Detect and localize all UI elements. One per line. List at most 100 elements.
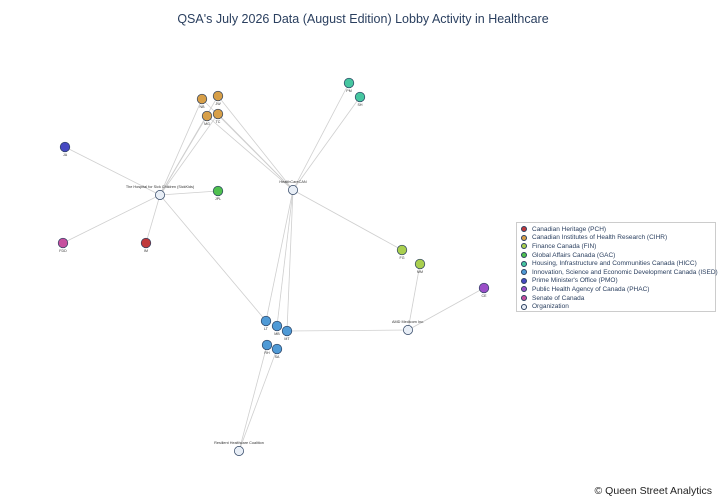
edge-sickkids-pch1 [145, 194, 161, 244]
legend-item[interactable]: Senate of Canada [521, 294, 715, 303]
legend-item[interactable]: Housing, Infrastructure and Communities … [521, 259, 715, 268]
node-marker[interactable] [281, 325, 293, 337]
edge-sickkids-c3 [159, 115, 208, 196]
node-label: FDD [59, 249, 67, 253]
legend-label: Canadian Heritage (PCH) [532, 225, 607, 233]
chart-title: QSA's July 2026 Data (August Edition) Lo… [177, 12, 549, 26]
node-marker[interactable] [196, 93, 208, 105]
node-c3[interactable]: MG [201, 110, 213, 126]
edge-healthcarecan-c2 [217, 95, 294, 191]
edge-healthcarecan-f1 [292, 189, 403, 251]
legend-label: Finance Canada (FIN) [532, 242, 597, 250]
node-marker[interactable] [403, 325, 413, 335]
node-label: JA [63, 153, 68, 157]
legend-item[interactable]: Canadian Heritage (PCH) [521, 225, 715, 234]
node-marker[interactable] [57, 237, 69, 249]
node-marker[interactable] [414, 258, 426, 270]
node-c1[interactable]: NB [196, 93, 208, 109]
node-marker[interactable] [271, 343, 283, 355]
node-marker[interactable] [260, 315, 272, 327]
node-marker[interactable] [155, 190, 165, 200]
node-sickkids[interactable]: The Hospital for Sick Children (SickKids… [126, 185, 195, 200]
legend-item[interactable]: Public Health Agency of Canada (PHAC) [521, 285, 715, 294]
legend-label: Housing, Infrastructure and Communities … [532, 260, 697, 268]
node-h2[interactable]: SH [354, 91, 366, 107]
edge-healthcarecan-c3 [206, 115, 294, 191]
node-marker[interactable] [212, 185, 224, 197]
node-i4[interactable]: RH [261, 339, 273, 355]
legend-swatch [521, 226, 527, 233]
node-marker[interactable] [478, 282, 490, 294]
node-resilient[interactable]: Resilient Healthcare Coalition [214, 441, 264, 456]
node-marker[interactable] [212, 90, 224, 102]
legend-swatch [521, 295, 527, 302]
edge-resilient-i5 [238, 348, 278, 452]
edge-healthcarecan-i3 [286, 189, 294, 332]
legend-label: Senate of Canada [532, 294, 585, 302]
node-label: AMD Medicom Inc. [392, 320, 424, 324]
edge-healthcarecan-h1 [292, 82, 350, 191]
edge-sickkids-gac1 [159, 190, 219, 196]
node-marker[interactable] [288, 185, 298, 195]
edge-healthcarecan-i2 [276, 189, 294, 327]
node-marker[interactable] [354, 91, 366, 103]
node-i3[interactable]: MT [281, 325, 293, 341]
node-healthcarecan[interactable]: HealthCareCAN [279, 180, 307, 195]
legend-item[interactable]: Organization [521, 302, 715, 311]
edge-resilient-i4 [238, 344, 268, 452]
edge-amd-ph1 [407, 287, 485, 331]
edge-healthcarecan-h2 [292, 96, 361, 191]
node-gac1[interactable]: JPL [212, 185, 224, 201]
legend-item[interactable]: Global Affairs Canada (GAC) [521, 251, 715, 260]
node-marker[interactable] [261, 339, 273, 351]
node-marker[interactable] [59, 141, 71, 153]
node-f2[interactable]: MM [414, 258, 426, 274]
node-pmo1[interactable]: JA [59, 141, 71, 157]
node-i1[interactable]: LT [260, 315, 272, 331]
node-label: MT [284, 337, 290, 341]
legend-item[interactable]: Prime Minister's Office (PMO) [521, 277, 715, 286]
node-label: Resilient Healthcare Coalition [214, 441, 264, 445]
node-label: JPL [215, 197, 221, 201]
node-label: CE [482, 294, 488, 298]
node-label: MG [204, 122, 210, 126]
node-i2[interactable]: MB [271, 320, 283, 336]
edge-healthcarecan-c4 [217, 113, 294, 191]
legend-swatch [521, 303, 527, 310]
node-marker[interactable] [201, 110, 213, 122]
legend-swatch [521, 243, 527, 250]
node-label: MB [274, 332, 280, 336]
node-sen1[interactable]: FDD [57, 237, 69, 253]
node-marker[interactable] [343, 77, 355, 89]
node-marker[interactable] [212, 108, 224, 120]
node-marker[interactable] [271, 320, 283, 332]
legend-label: Innovation, Science and Economic Develop… [532, 268, 718, 276]
legend-item[interactable]: Finance Canada (FIN) [521, 242, 715, 251]
node-label: The Hospital for Sick Children (SickKids… [126, 185, 195, 189]
legend: Canadian Heritage (PCH)Canadian Institut… [516, 222, 718, 312]
node-label: RH [264, 351, 270, 355]
node-layer: The Hospital for Sick Children (SickKids… [57, 77, 490, 456]
node-label: IM [144, 249, 148, 253]
node-ph1[interactable]: CE [478, 282, 490, 298]
legend-item[interactable]: Canadian Institutes of Health Research (… [521, 234, 715, 243]
edge-sickkids-sen1 [62, 194, 161, 244]
node-c4[interactable]: TC [212, 108, 224, 124]
node-c2[interactable]: JW [212, 90, 224, 106]
node-f1[interactable]: FG [396, 244, 408, 260]
node-marker[interactable] [140, 237, 152, 249]
node-amd[interactable]: AMD Medicom Inc. [392, 320, 424, 335]
node-i5[interactable]: SA [271, 343, 283, 359]
edge-amd-i3 [286, 329, 409, 332]
node-marker[interactable] [234, 446, 244, 456]
node-h1[interactable]: PM [343, 77, 355, 93]
node-label: TC [216, 120, 221, 124]
legend-label: Global Affairs Canada (GAC) [532, 251, 616, 259]
legend-label: Prime Minister's Office (PMO) [532, 277, 618, 285]
legend-label: Canadian Institutes of Health Research (… [532, 234, 668, 242]
edge-amd-f2 [407, 263, 421, 331]
node-marker[interactable] [396, 244, 408, 256]
node-pch1[interactable]: IM [140, 237, 152, 253]
legend-item[interactable]: Innovation, Science and Economic Develop… [521, 268, 718, 277]
